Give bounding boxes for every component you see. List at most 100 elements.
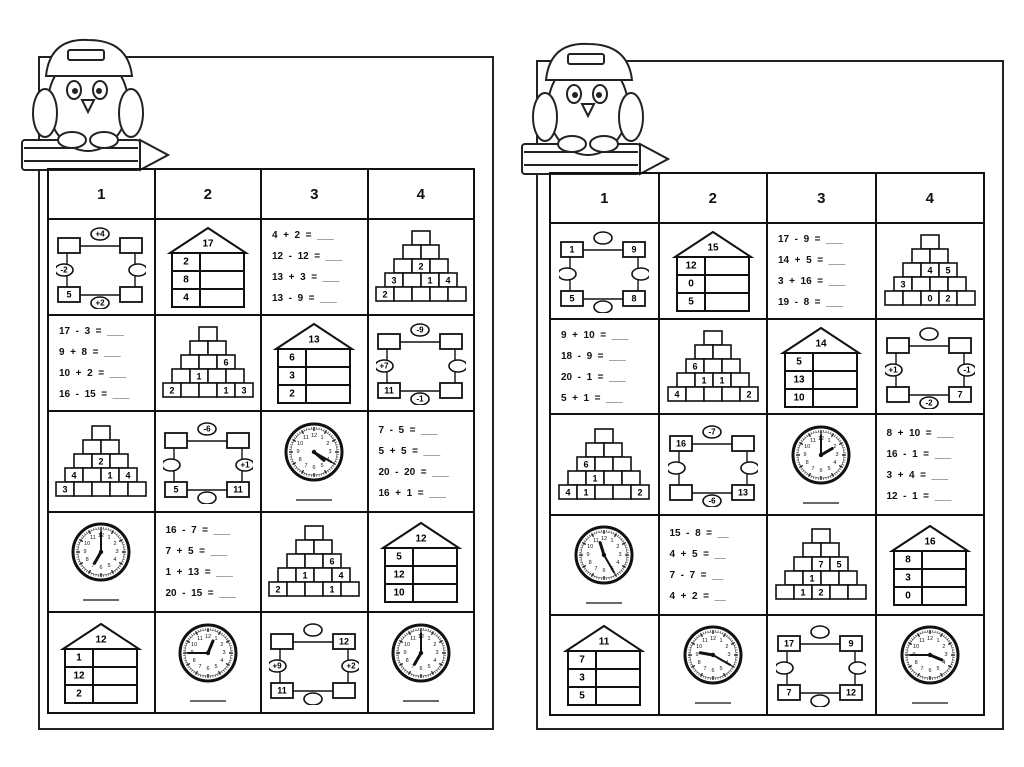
equation[interactable]: 13 + 3 = ___ (272, 272, 340, 284)
operation-oval[interactable] (128, 263, 147, 277)
pyramid-brick[interactable] (919, 234, 940, 250)
equation[interactable]: 16 - 7 = ___ (165, 525, 231, 537)
operation-oval[interactable] (701, 493, 722, 507)
operation-oval[interactable] (559, 267, 578, 281)
equation[interactable]: 16 - 1 = ___ (886, 448, 952, 460)
pyramid-brick[interactable] (73, 480, 94, 497)
ring-box[interactable] (270, 681, 295, 699)
operation-oval[interactable] (810, 694, 831, 707)
pyramid-brick[interactable] (100, 438, 121, 455)
pyramid-brick[interactable] (928, 276, 949, 292)
equation[interactable]: 9 + 10 = ___ (561, 329, 629, 341)
equation[interactable]: 20 - 15 = ___ (165, 588, 236, 600)
ring-box[interactable] (438, 333, 463, 351)
pyramid-brick[interactable] (304, 525, 325, 541)
operation-oval[interactable] (269, 658, 288, 673)
pyramid-brick[interactable] (684, 385, 705, 402)
pyramid-brick[interactable] (82, 438, 103, 455)
pyramid-brick[interactable] (197, 326, 218, 342)
ring-box[interactable] (376, 333, 401, 351)
pyramid-brick[interactable] (702, 329, 723, 346)
pyramid-brick[interactable] (594, 427, 615, 444)
pyramid-brick[interactable] (170, 368, 191, 384)
ring-box[interactable] (622, 289, 647, 307)
pyramid-brick[interactable] (738, 385, 759, 402)
ring-box[interactable] (119, 237, 144, 254)
equation[interactable]: 4 + 2 = __ (669, 590, 726, 602)
pyramid-brick[interactable] (594, 455, 615, 472)
operation-oval[interactable] (848, 661, 867, 675)
pyramid-brick[interactable] (702, 385, 723, 402)
equation[interactable]: 9 + 8 = ___ (59, 347, 121, 359)
pyramid-brick[interactable] (419, 244, 440, 260)
equation[interactable]: 17 - 9 = ___ (778, 233, 843, 245)
equation[interactable]: 13 - 9 = ___ (272, 293, 337, 305)
pyramid-brick[interactable] (567, 469, 588, 486)
pyramid-brick[interactable] (295, 539, 316, 555)
pyramid-brick[interactable] (901, 262, 922, 278)
pyramid-brick[interactable] (883, 290, 904, 306)
ring-box[interactable] (57, 237, 82, 254)
pyramid-brick[interactable] (829, 583, 850, 600)
pyramid-brick[interactable] (901, 290, 922, 306)
pyramid-brick[interactable] (188, 340, 209, 356)
pyramid-brick[interactable] (802, 541, 823, 558)
equation[interactable]: 12 - 12 = ___ (272, 251, 343, 263)
operation-oval[interactable] (918, 326, 939, 341)
pyramid-brick[interactable] (702, 357, 723, 374)
pyramid-brick[interactable] (197, 382, 218, 398)
operation-oval[interactable] (701, 424, 722, 439)
operation-oval[interactable] (667, 460, 686, 475)
pyramid-brick[interactable] (197, 354, 218, 370)
pyramid-brick[interactable] (811, 527, 832, 544)
pyramid-brick[interactable] (612, 483, 633, 500)
ring-box[interactable] (839, 683, 864, 701)
ring-box[interactable] (376, 382, 401, 400)
pyramid-brick[interactable] (109, 480, 130, 497)
ring-box[interactable] (225, 480, 250, 498)
operation-oval[interactable] (776, 661, 795, 675)
ring-box[interactable] (947, 336, 972, 354)
pyramid-brick[interactable] (428, 258, 449, 274)
pyramid-brick[interactable] (286, 553, 307, 569)
ring-box[interactable] (57, 286, 82, 303)
pyramid-brick[interactable] (847, 583, 868, 600)
ring-box[interactable] (947, 385, 972, 403)
ring-box[interactable] (668, 434, 693, 452)
equation[interactable]: 4 + 5 = __ (669, 548, 726, 560)
pyramid-brick[interactable] (224, 368, 245, 384)
equation[interactable]: 5 + 1 = ___ (561, 392, 623, 404)
pyramid-brick[interactable] (910, 276, 931, 292)
operation-oval[interactable] (196, 490, 217, 504)
equation[interactable]: 18 - 9 = ___ (561, 350, 626, 362)
equation[interactable]: 20 - 20 = ___ (378, 466, 449, 478)
equation[interactable]: 20 - 1 = ___ (561, 371, 626, 383)
ring-box[interactable] (225, 431, 250, 449)
equation[interactable]: 14 + 5 = ___ (778, 254, 846, 266)
pyramid-brick[interactable] (621, 469, 642, 486)
operation-oval[interactable] (810, 625, 831, 639)
ring-box[interactable] (885, 336, 910, 354)
pyramid-brick[interactable] (446, 286, 467, 302)
equation[interactable]: 7 + 5 = ___ (165, 546, 228, 558)
pyramid-brick[interactable] (928, 248, 949, 264)
pyramid-brick[interactable] (206, 368, 227, 384)
pyramid-brick[interactable] (340, 581, 361, 597)
pyramid-brick[interactable] (428, 286, 449, 302)
pyramid-brick[interactable] (910, 248, 931, 264)
equation[interactable]: 1 + 13 = ___ (165, 567, 233, 579)
pyramid-brick[interactable] (603, 441, 624, 458)
ring-box[interactable] (560, 289, 585, 307)
pyramid-brick[interactable] (603, 469, 624, 486)
equation[interactable]: 17 - 3 = ___ (59, 326, 124, 338)
equation[interactable]: 4 + 2 = ___ (272, 230, 334, 242)
ring-box[interactable] (163, 431, 188, 449)
pyramid-brick[interactable] (401, 272, 422, 288)
pyramid-brick[interactable] (179, 382, 200, 398)
ring-box[interactable] (332, 632, 357, 650)
pyramid-brick[interactable] (392, 258, 413, 274)
operation-oval[interactable] (447, 359, 466, 373)
pyramid-brick[interactable] (594, 483, 615, 500)
operation-oval[interactable] (631, 267, 650, 281)
pyramid-brick[interactable] (955, 290, 976, 306)
